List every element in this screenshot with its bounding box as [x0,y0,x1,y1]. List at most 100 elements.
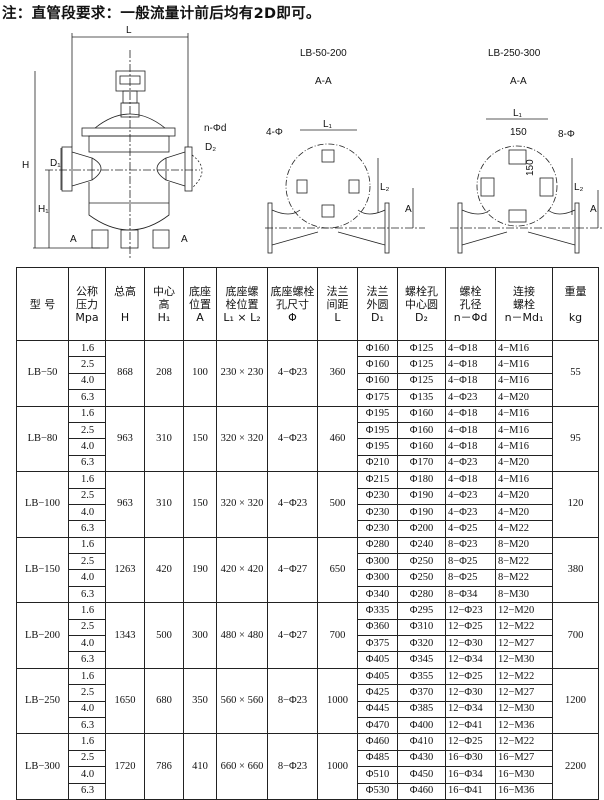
weight-cell: 2200 [552,733,599,800]
column-header-line: 栓位置 [225,297,259,311]
view1-title: LB-50-200 [300,48,347,59]
weight-cell: 55 [552,340,599,407]
column-header-line [106,298,144,311]
flange-od-cell: Φ375 [357,635,398,653]
column-header-line: 螺栓孔 [405,284,438,298]
flange-od-cell: Φ360 [357,618,398,637]
base-bolt-hole-cell: 4−Φ27 [267,536,318,604]
column-header-line: 底座 [189,284,211,298]
pressure-cell: 4.0 [68,503,106,522]
connecting-bolt-cell: 16−M36 [495,782,553,800]
bolt-circle-cell: Φ400 [397,716,446,735]
bolt-circle-cell: Φ370 [397,684,446,702]
bolt-hole-cell: 4−Φ18 [445,421,496,440]
connecting-bolt-cell: 12−M27 [495,684,553,702]
height-cell: 1343 [105,602,145,669]
pressure-cell: 2.5 [68,618,106,637]
pressure-cell: 4.0 [68,569,106,587]
base-bolt-position-cell: 560 × 560 [216,667,268,735]
pressure-cell: 4.0 [68,372,106,391]
dim-H1: H₁ [38,204,49,215]
flange-od-cell: Φ470 [357,716,398,735]
inlet-flange [61,146,73,192]
column-header-line: L₁ × L₂ [223,310,261,324]
column-header-line: 中心圆 [405,297,438,311]
flange-od-cell: Φ160 [357,339,398,358]
weight-cell: 380 [552,536,599,604]
flange-od-cell: Φ340 [357,585,398,604]
view1-dim-L2: L₂ [380,182,390,193]
flange-od-cell: Φ510 [357,766,398,784]
bolt-circle-cell: Φ125 [397,339,446,358]
base-position-cell: 300 [183,602,217,669]
column-header-line: Mpa [75,310,99,324]
bolt-circle-cell: Φ295 [397,602,446,620]
bolt-hole-cell: 12−Φ34 [445,651,496,669]
bolt-hole-cell: 12−Φ30 [445,635,496,653]
base-bolt-hole-cell: 8−Φ23 [267,667,318,735]
bolt-circle-cell: Φ250 [397,553,446,571]
bolt-circle-cell: Φ160 [397,421,446,440]
flange-od-cell: Φ230 [357,520,398,538]
connecting-bolt-cell: 12−M36 [495,716,553,735]
flange-od-cell: Φ300 [357,569,398,587]
pressure-cell: 6.3 [68,782,106,800]
column-header: 型 号 [16,267,69,341]
connecting-bolt-cell: 4−M16 [495,471,553,489]
bolt-circle-cell: Φ170 [397,454,446,473]
flange-od-cell: Φ405 [357,667,398,686]
height-cell: 963 [105,471,145,538]
bolt-hole-cell: 12−Φ25 [445,618,496,637]
bolt-circle-cell: Φ410 [397,733,446,751]
height-cell: 1263 [105,536,145,604]
section-mark-right: A [181,234,188,245]
bolt-circle-cell: Φ250 [397,569,446,587]
base-position-cell: 150 [183,471,217,538]
bolt-hole-cell: 8−Φ23 [445,536,496,555]
bolt-circle-cell: Φ190 [397,503,446,522]
column-header-line: Φ [288,310,297,324]
column-header-line: 中心 [153,284,175,298]
flange-od-cell: Φ280 [357,536,398,555]
column-header-line: 法兰 [326,284,349,298]
column-header-line [553,298,598,311]
view1-section: A-A [315,76,332,87]
base-bolt-position-cell: 420 × 420 [216,536,268,604]
flange-od-cell: Φ530 [357,782,398,800]
bolt-hole-cell: 12−Φ30 [445,684,496,702]
base-position-cell: 350 [183,667,217,735]
connecting-bolt-cell: 4−M16 [495,356,553,374]
column-header-line: 底座螺 [225,284,259,298]
pressure-cell: 2.5 [68,356,106,374]
connecting-bolt-cell: 8−M22 [495,569,553,587]
pressure-cell: 1.6 [68,733,106,751]
pressure-cell: 2.5 [68,487,106,505]
pressure-cell: 1.6 [68,602,106,620]
column-header-line: n－Md₁ [504,310,544,324]
base-bolt-hole-cell: 4−Φ27 [267,602,318,669]
bolt-circle-cell: Φ160 [397,405,446,423]
center-height-cell: 500 [144,602,184,669]
bolt-hole-cell: 4−Φ23 [445,503,496,522]
height-cell: 963 [105,405,145,473]
flange-od-cell: Φ195 [357,438,398,456]
flange-spacing-cell: 1000 [317,733,358,800]
connecting-bolt-cell: 4−M16 [495,405,553,423]
column-header-line: 压力 [76,297,98,311]
bolt-hole-cell: 4−Φ23 [445,389,496,407]
flange-od-cell: Φ195 [357,421,398,440]
view1-dim-L1: L₁ [323,119,333,130]
column-header-line: kg [568,310,583,324]
height-cell: 1650 [105,667,145,735]
bolt-circle-cell: Φ345 [397,651,446,669]
